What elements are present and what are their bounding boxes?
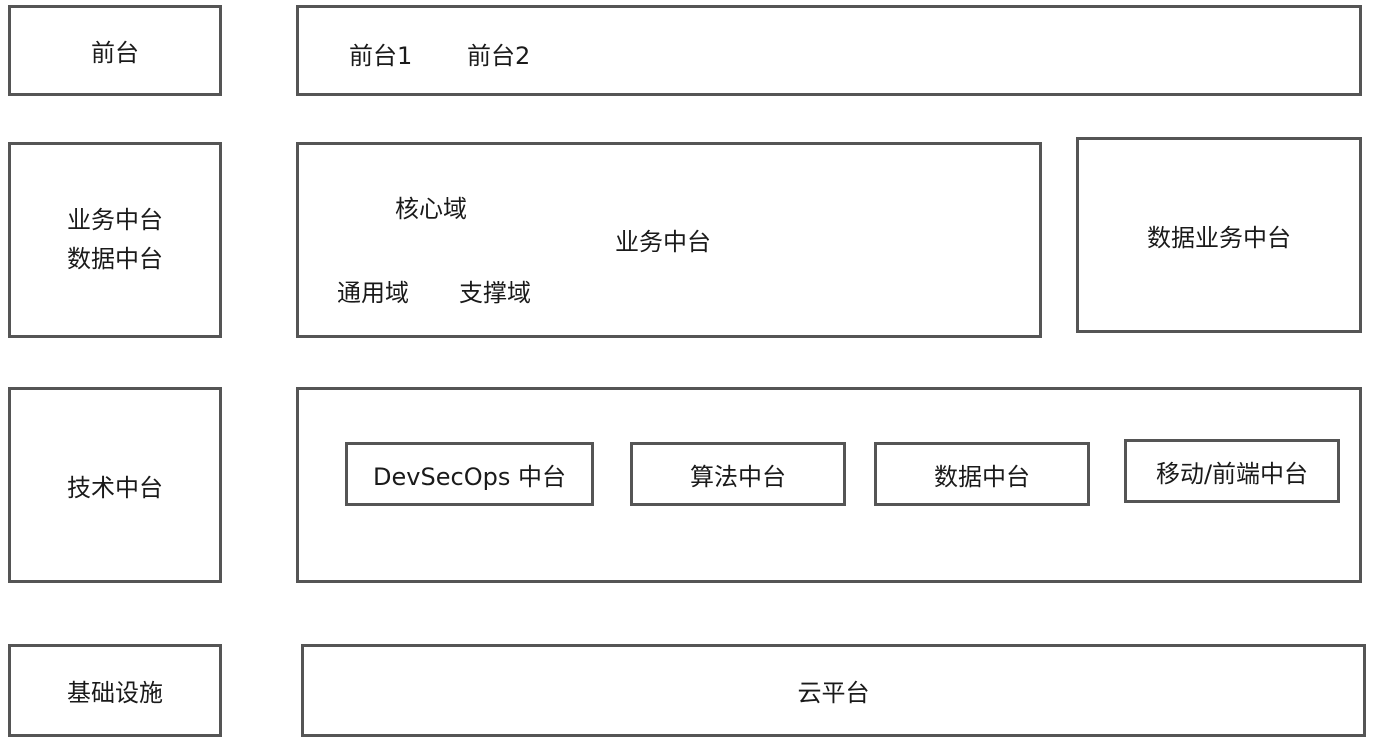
cloud-platform-label: 云平台 — [797, 679, 870, 707]
tech-container: DevSecOps 中台 算法中台 数据中台 移动/前端中台 — [296, 387, 1362, 583]
data-business-middle-platform-box: 数据业务中台 — [1076, 137, 1362, 333]
mobile-frontend-platform-box: 移动/前端中台 — [1124, 439, 1340, 503]
cloud-platform-box: 云平台 — [301, 644, 1366, 737]
frontend-container: 前台1 前台2 — [296, 5, 1362, 96]
devsecops-platform-label: DevSecOps 中台 — [373, 462, 566, 491]
middle-layer-label-line-1: 业务中台 — [67, 206, 163, 235]
mobile-frontend-platform-label: 移动/前端中台 — [1155, 459, 1309, 488]
devsecops-platform-box: DevSecOps 中台 — [345, 442, 594, 506]
middle-layer-label-line-2: 数据中台 — [67, 245, 163, 273]
algorithm-platform-box: 算法中台 — [630, 442, 846, 506]
data-platform-label: 数据中台 — [934, 462, 1030, 491]
middle-layer-label-box: 业务中台 数据中台 — [8, 142, 222, 338]
middle-layer-label: 业务中台 数据中台 — [67, 206, 163, 274]
frontend-layer-label: 前台 — [91, 39, 139, 67]
frontend-item-2: 前台2 — [467, 42, 531, 70]
general-domain-label: 通用域 — [337, 279, 409, 307]
data-business-middle-platform-label: 数据业务中台 — [1147, 223, 1291, 252]
infra-layer-label-box: 基础设施 — [8, 644, 222, 737]
support-domain-label: 支撑域 — [459, 279, 531, 307]
business-middle-platform-title: 业务中台 — [615, 228, 711, 256]
tech-layer-label: 技术中台 — [67, 473, 163, 502]
algorithm-platform-label: 算法中台 — [690, 462, 786, 491]
tech-layer-label-box: 技术中台 — [8, 387, 222, 583]
core-domain-label: 核心域 — [395, 195, 467, 223]
data-platform-box: 数据中台 — [874, 442, 1090, 506]
business-middle-platform-box: 核心域 业务中台 通用域 支撑域 — [296, 142, 1042, 338]
frontend-item-1: 前台1 — [349, 42, 413, 70]
infra-layer-label: 基础设施 — [67, 679, 163, 707]
frontend-layer-label-box: 前台 — [8, 5, 222, 96]
